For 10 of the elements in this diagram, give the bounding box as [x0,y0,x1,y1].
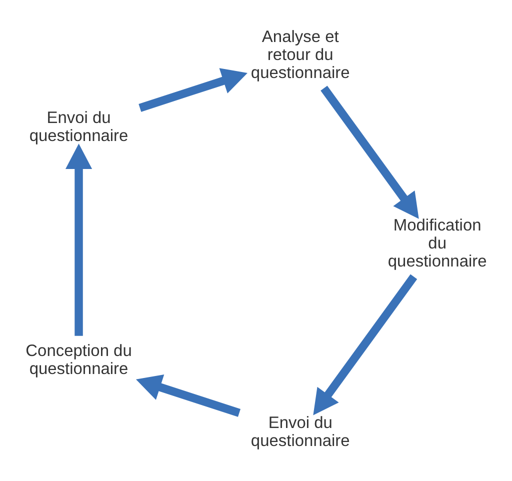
node-text: Conception du questionnaire [26,342,132,378]
node-text: Modification du questionnaire [388,216,487,270]
node-text: Envoi du questionnaire [250,414,350,450]
arrow [320,86,419,219]
arrow [138,68,248,112]
node-text: Envoi du questionnaire [29,109,128,145]
arrow [313,274,418,416]
arrow [65,144,92,336]
node-text: Analyse et retour du questionnaire [250,28,350,82]
arrow [136,374,240,417]
